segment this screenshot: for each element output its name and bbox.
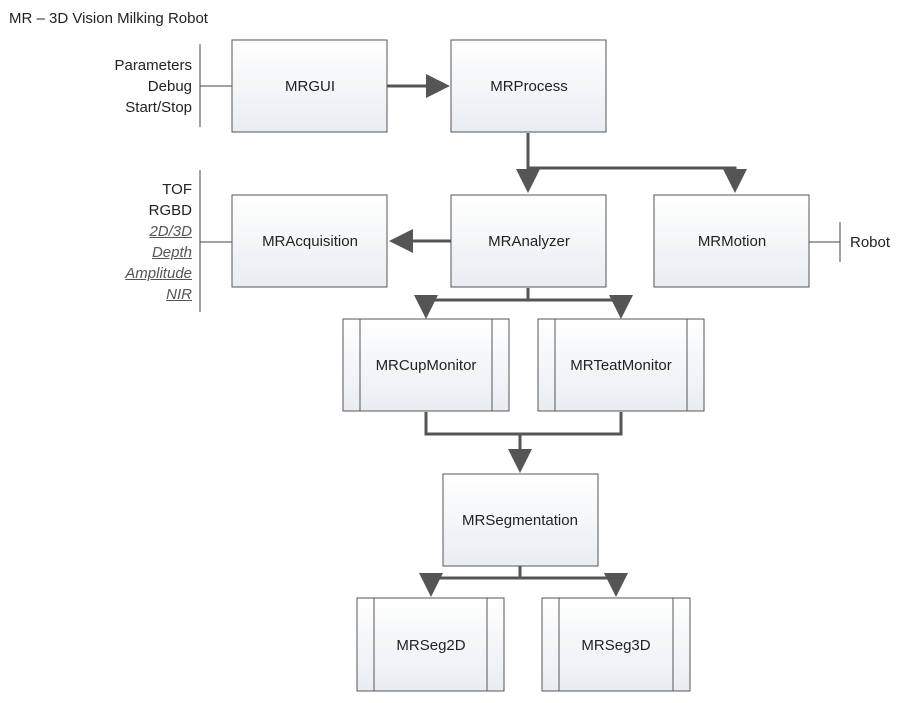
box-mrmotion (653, 194, 810, 288)
arrow-analyzer-to-cupmonitor (414, 288, 530, 319)
label-mrgui: MRGUI (285, 78, 335, 95)
acq-input-nir: NIR (166, 286, 192, 303)
motion-output-robot: Robot (850, 234, 891, 251)
gui-input-start-stop: Start/Stop (125, 99, 192, 116)
arrow-segmentation-to-seg3d (520, 573, 628, 597)
arrow-process-to-motion (526, 133, 747, 193)
annotation-brackets (199, 44, 841, 312)
acquisition-inputs-annotation: TOF RGBD 2D/3D Depth Amplitude NIR (96, 179, 192, 305)
gui-input-debug: Debug (147, 78, 192, 95)
label-mrteatmonitor: MRTeatMonitor (570, 357, 671, 374)
subprocess-side-bars (359, 319, 688, 691)
box-mrseg2d (356, 597, 505, 692)
box-mrteatmonitor (537, 318, 705, 412)
label-mrmotion: MRMotion (698, 233, 766, 250)
box-mrcupmonitor (342, 318, 510, 412)
acq-input-amplitude: Amplitude (125, 265, 192, 282)
box-mrsegmentation (442, 473, 599, 567)
label-mrseg2d: MRSeg2D (396, 637, 465, 654)
acq-input-depth: Depth (151, 244, 192, 261)
label-mrseg3d: MRSeg3D (581, 637, 650, 654)
box-mracquisition (231, 194, 388, 288)
box-mrprocess (450, 39, 607, 133)
gui-inputs-annotation: Parameters Debug Start/Stop (96, 55, 192, 118)
gui-input-parameters: Parameters (114, 57, 192, 74)
label-mracquisition: MRAcquisition (262, 233, 358, 250)
box-mrseg3d (541, 597, 691, 692)
acq-input-rgbd: RGBD (148, 202, 192, 219)
label-mrprocess: MRProcess (490, 78, 568, 95)
connectors (387, 74, 747, 597)
box-mrgui (231, 39, 388, 133)
label-mrsegmentation: MRSegmentation (462, 512, 578, 529)
motion-output-annotation: Robot (850, 232, 890, 253)
acq-input-2d3d: 2D/3D (149, 223, 192, 240)
diagram-title: MR – 3D Vision Milking Robot (9, 10, 208, 27)
acq-input-tof: TOF (162, 181, 192, 198)
box-mranalyzer (450, 194, 607, 288)
label-mrcupmonitor: MRCupMonitor (376, 357, 477, 374)
label-mranalyzer: MRAnalyzer (488, 233, 570, 250)
arrow-segmentation-to-seg2d (419, 566, 522, 597)
connector-monitors-merge (424, 412, 623, 436)
arrow-analyzer-to-teatmonitor (528, 295, 633, 319)
